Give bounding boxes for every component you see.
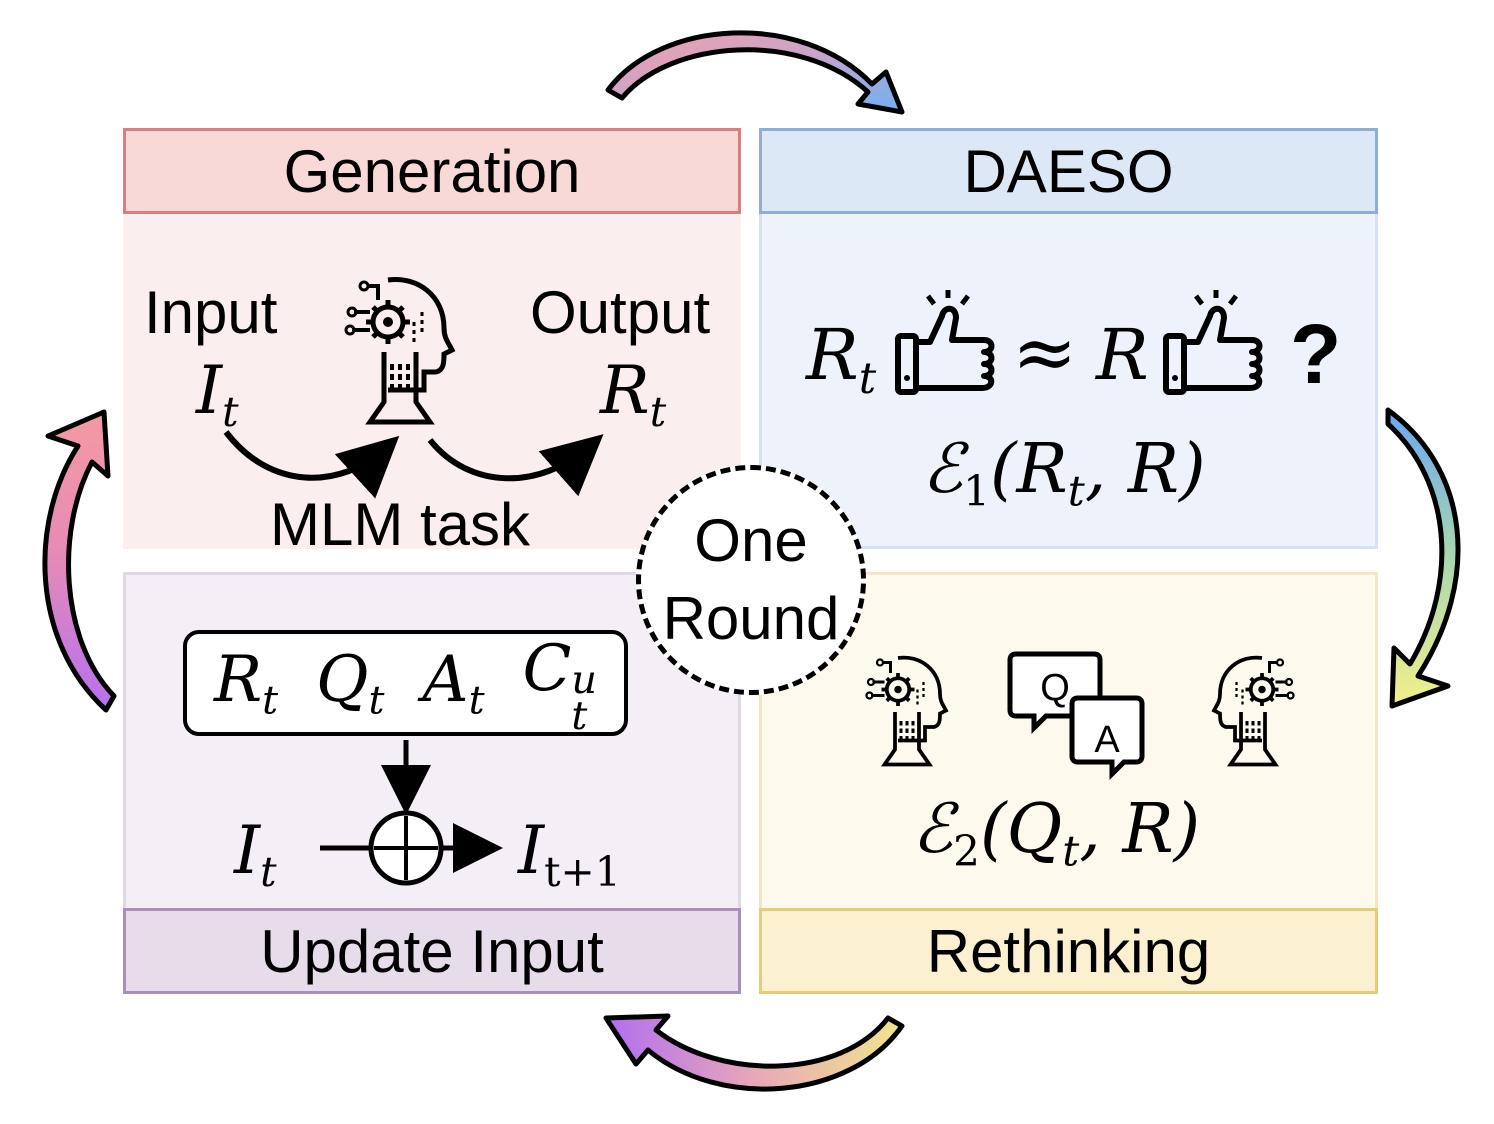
one-round-line2: Round	[662, 585, 840, 652]
update-input-var: It	[234, 812, 277, 897]
term-r: Rt	[213, 642, 279, 724]
term-q: Qt	[316, 642, 385, 724]
input-variable: It	[196, 352, 239, 437]
input-label: Input	[144, 279, 278, 346]
cycle-arrow-bottom	[603, 1013, 905, 1092]
update-input-title: Update Input	[260, 917, 604, 985]
rethinking-header: Rethinking	[759, 908, 1378, 994]
rethinking-title: Rethinking	[926, 917, 1211, 985]
output-label: Output	[530, 279, 711, 346]
qa-chat-icon: Q A	[1007, 651, 1145, 781]
cycle-arrow-left	[42, 409, 117, 713]
mlm-task-label: MLM task	[270, 491, 531, 558]
daeso-header: DAESO	[759, 128, 1378, 214]
one-round-line1: One	[694, 507, 808, 574]
term-a: At	[422, 642, 485, 724]
thumbs-up-icon	[1166, 290, 1260, 392]
daeso-rhs: R	[1096, 314, 1149, 396]
cycle-arrow-top	[605, 30, 905, 115]
qa-a-letter: A	[1094, 719, 1120, 761]
output-variable: Rt	[600, 352, 667, 437]
rethinking-metric: ℰ2(Qt, R)	[912, 790, 1201, 876]
robot-head-icon	[864, 655, 948, 767]
robot-head-icon	[1212, 655, 1296, 767]
question-mark: ?	[1290, 307, 1342, 401]
approx-symbol: ≈	[1012, 308, 1078, 398]
daeso-title: DAESO	[963, 137, 1174, 205]
generation-title: Generation	[283, 137, 581, 205]
generation-header: Generation	[123, 128, 741, 214]
daeso-metric: ℰ1(Rt, R)	[922, 430, 1206, 516]
cycle-arrow-right	[1385, 407, 1461, 709]
output-flow-arrow	[427, 434, 604, 497]
daeso-lhs: Rt	[806, 314, 877, 404]
input-flow-arrow	[223, 430, 400, 499]
oplus-icon	[368, 810, 444, 886]
one-round-circle: One Round	[636, 465, 866, 695]
robot-head-icon	[346, 279, 452, 422]
qa-q-letter: Q	[1040, 667, 1070, 709]
thumbs-up-icon	[898, 290, 992, 392]
update-input-header: Update Input	[123, 908, 741, 994]
update-output-var: It+1	[518, 812, 621, 897]
